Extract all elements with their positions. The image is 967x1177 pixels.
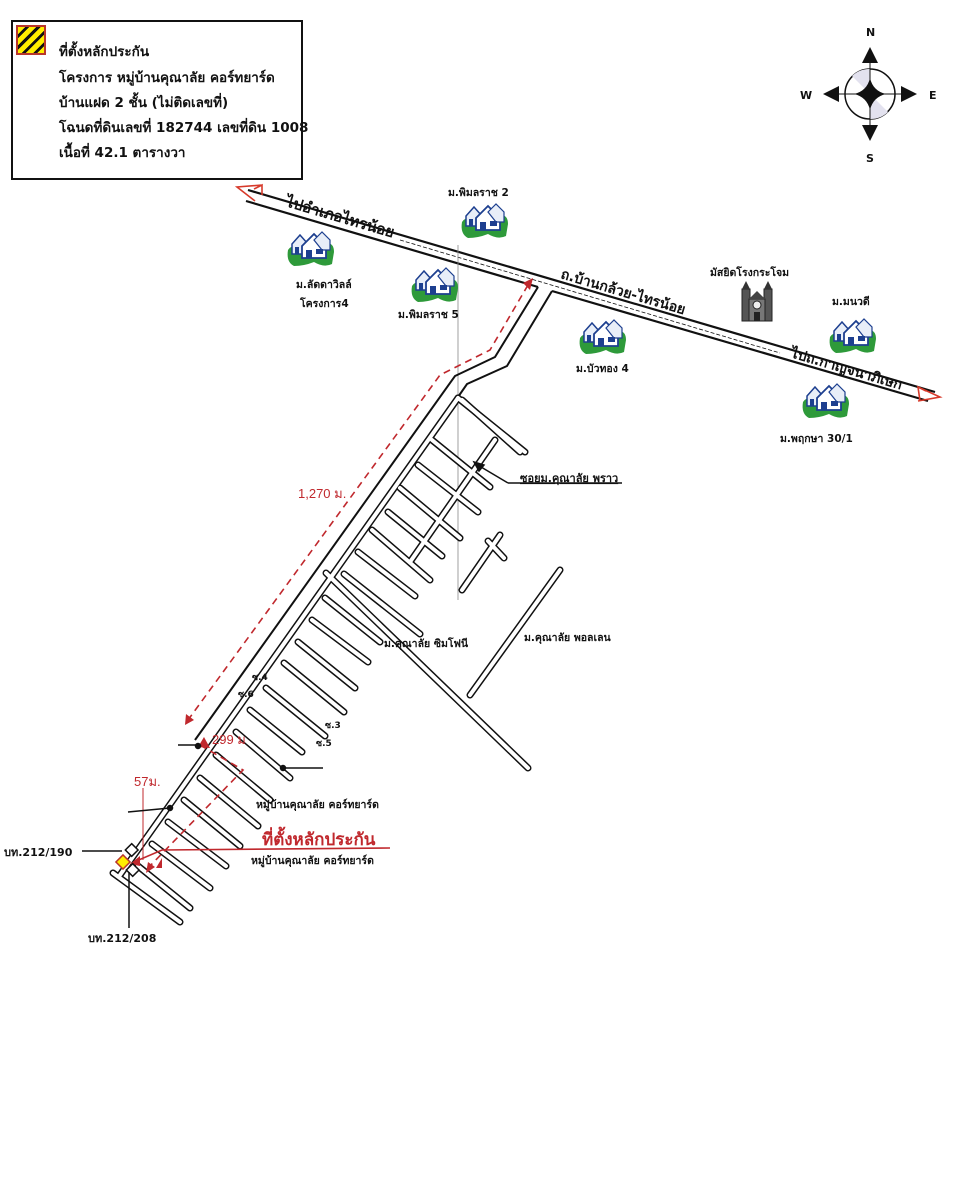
place-laddawill: ม.ลัดดาวิลล์ [296, 278, 352, 291]
place-courtyard: หมู่บ้านคุณาลัย คอร์ทยาร์ด [256, 798, 379, 812]
house-icon-buathong4 [578, 319, 627, 355]
collateral-location-label: ที่ตั้งหลักประกัน [262, 826, 376, 849]
main-road [234, 180, 943, 404]
compass-w: W [800, 89, 812, 102]
place-laddawill-project: โครงการ4 [299, 297, 349, 310]
soi-6: ซ.6 [238, 690, 254, 700]
route-arrowhead-icon [146, 862, 155, 873]
legend-house-type: บ้านแฝด 2 ชั้น (ไม่ติดเลขที่) [59, 95, 229, 111]
place-manawadee: ม.มนวดี [832, 295, 870, 308]
place-buathong4: ม.บัวทอง 4 [576, 363, 629, 375]
place-courtyard-2: หมู่บ้านคุณาลัย คอร์ทยาร์ด [251, 854, 374, 868]
place-symphony: ม.คุณาลัย ซิมโฟนี [384, 637, 469, 651]
legend-project: โครงการ หมู่บ้านคุณาลัย คอร์ทยาร์ด [59, 70, 275, 86]
compass-n: N [866, 26, 875, 39]
distance-299m: 299 ม [212, 732, 246, 747]
house-icon-pimonrat2 [460, 203, 509, 239]
place-pollen: ม.คุณาลัย พอลเลน [524, 632, 611, 645]
soi-5: ซ.5 [316, 739, 332, 749]
neighbor-212-190: บท.212/190 [4, 846, 73, 859]
route-arrowhead-icon [185, 714, 194, 725]
soi-4: ซ.4 [252, 673, 268, 683]
distance-route-line-2 [147, 744, 245, 869]
distance-57m: 57ม. [134, 774, 161, 789]
compass-s: S [866, 152, 874, 165]
soi-3: ซ.3 [325, 721, 341, 731]
house-icon-laddawill [286, 231, 335, 267]
distance-route-line [187, 284, 529, 721]
house-icon-manawadee [828, 318, 877, 354]
place-mosque: มัสยิดโรงกระโจม [710, 266, 789, 279]
place-pruksa: ม.พฤกษา 30/1 [780, 433, 853, 445]
place-pimonrat5: ม.พิมลราช 5 [398, 309, 459, 321]
neighbor-212-208: บท.212/208 [88, 932, 156, 945]
mosque-icon [741, 281, 773, 322]
arrow-west-icon [234, 183, 263, 202]
legend-title: ที่ตั้งหลักประกัน [59, 44, 150, 60]
compass-rose-icon [823, 47, 917, 141]
route-arrowhead-icon [156, 858, 162, 868]
compass-e: E [929, 89, 937, 102]
collateral-pointer [133, 847, 391, 863]
soi-label-praow: ซอยม.คุณาลัย พราว [520, 472, 618, 486]
route-arrowhead-icon [523, 278, 533, 290]
collateral-swatch-icon [16, 25, 46, 55]
distance-1270m: 1,270 ม. [298, 486, 346, 501]
house-icon-pimonrat5 [410, 267, 459, 303]
leader-lines [127, 460, 622, 813]
access-road [194, 286, 553, 741]
house-icon-pruksa [801, 383, 850, 419]
arrow-east-icon [916, 385, 943, 402]
legend-box: ที่ตั้งหลักประกัน โครงการ หมู่บ้านคุณาลั… [11, 20, 308, 180]
place-pimonrat2: ม.พิมลราช 2 [448, 187, 509, 199]
legend-deed: โฉนดที่ดินเลขที่ 182744 เลขที่ดิน 1008 [59, 120, 309, 136]
legend-area: เนื้อที่ 42.1 ตารางวา [59, 145, 186, 161]
